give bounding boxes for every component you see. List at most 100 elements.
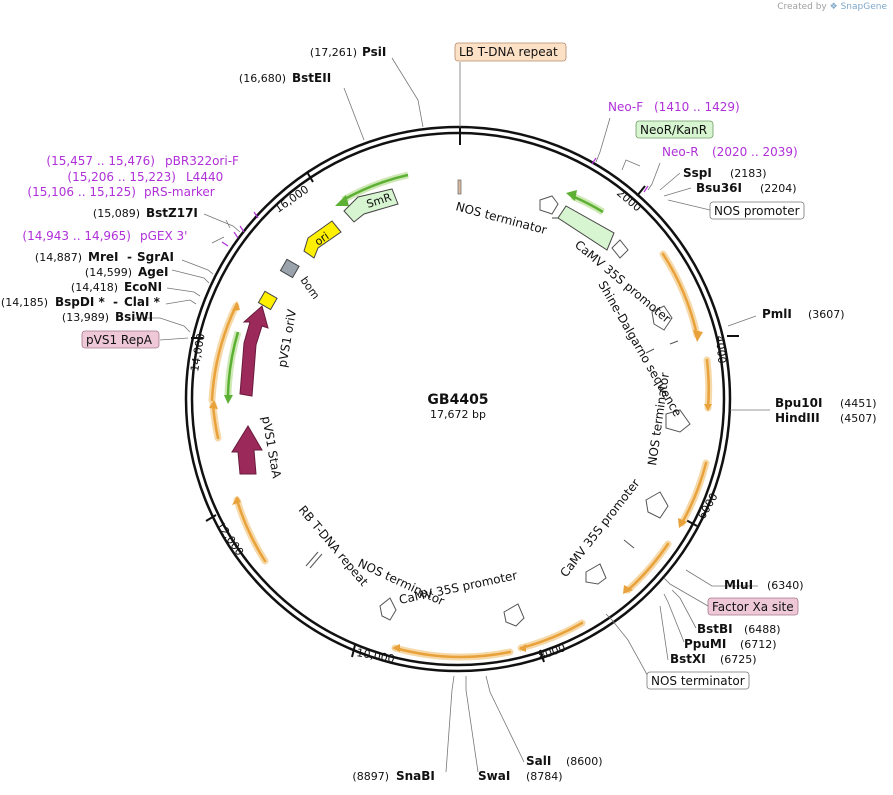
site-ppumi-name: PpuMI bbox=[684, 637, 726, 651]
site-bstz17i-pos: (15,089) bbox=[93, 207, 140, 220]
site-psii-name: PsiI bbox=[362, 45, 386, 59]
primer-pgex3-name: pGEX 3' bbox=[140, 229, 187, 243]
neor-kanr-box bbox=[635, 120, 714, 139]
site-mrei-pos: (14,887) bbox=[35, 251, 82, 264]
neor-kanr-feature-arrow bbox=[552, 205, 615, 251]
pvs1-staa-feature-arrow bbox=[231, 425, 263, 475]
site-bpu10i-pos: (4451) bbox=[840, 397, 877, 410]
nos-terminator-box bbox=[646, 671, 750, 690]
lb-t-dna-repeat-label: LB T-DNA repeat bbox=[459, 45, 558, 59]
tick-label-10000: 10,000 bbox=[355, 646, 395, 665]
site-snabi-name: SnaBI bbox=[396, 769, 435, 783]
site-bstbi-pos: (6488) bbox=[744, 623, 781, 636]
rb-t-dna-repeat-label: RB T-DNA repeat bbox=[296, 503, 371, 589]
site-pmli-pos: (3607) bbox=[808, 308, 845, 321]
site-bsu36i-pos: (2204) bbox=[760, 182, 797, 195]
site-agei-pos: (14,599) bbox=[85, 266, 132, 279]
pvs1-oriv-label: pVS1 oriV bbox=[275, 307, 299, 368]
site-psii-pos: (17,261) bbox=[310, 46, 357, 59]
primer-prs-marker-name: pRS-marker bbox=[144, 185, 215, 199]
plasmid-length: 17,672 bp bbox=[430, 408, 486, 421]
site-mrei-dash: - bbox=[127, 250, 132, 264]
site-agei-name: AgeI bbox=[138, 265, 168, 279]
site-swai-pos: (8784) bbox=[526, 770, 563, 783]
site-bspdi-name: BspDI * bbox=[55, 295, 105, 309]
pvs1-repa-feature-arrow bbox=[239, 305, 269, 397]
site-clai-name: ClaI * bbox=[124, 295, 161, 309]
inner-outline-arrows bbox=[379, 195, 691, 627]
backbone-outer-circle bbox=[184, 125, 732, 673]
bom-feature bbox=[279, 258, 300, 279]
site-econi-pos: (14,418) bbox=[71, 281, 118, 294]
primer-prs-marker-range: (15,106 .. 15,125) bbox=[27, 185, 136, 199]
site-sali-name: SalI bbox=[526, 754, 551, 768]
site-bspdi-dash: - bbox=[113, 295, 118, 309]
pvs1-repa-label: pVS1 RepA bbox=[86, 333, 153, 347]
nos-terminator-label-1: NOS terminator bbox=[454, 199, 548, 237]
site-mlui-name: MluI bbox=[724, 578, 753, 592]
pvs1-repa-box bbox=[81, 330, 160, 349]
tick-label-12000: 12,000 bbox=[214, 519, 247, 558]
tick-label-2000: 2000 bbox=[614, 186, 644, 214]
green-feature-arcs bbox=[224, 171, 605, 404]
tick-label-4000: 4000 bbox=[713, 335, 728, 364]
site-sali-pos: (8600) bbox=[566, 755, 603, 768]
site-bstbi-name: BstBI bbox=[697, 622, 733, 636]
site-bstxi-pos: (6725) bbox=[720, 653, 757, 666]
bom-label: bom bbox=[298, 274, 323, 301]
credit-brand: SnapGene bbox=[840, 2, 887, 12]
snapgene-credit: Created by ❖ SnapGene bbox=[777, 2, 887, 12]
plasmid-name: GB4405 bbox=[427, 392, 488, 408]
site-bsu36i-name: Bsu36I bbox=[696, 181, 742, 195]
primer-neo-f-name: Neo-F bbox=[608, 100, 643, 114]
pvs1-staa-label: pVS1 StaA bbox=[259, 415, 284, 480]
factor-xa-site-box bbox=[707, 597, 799, 616]
tick-label-6000: 6000 bbox=[695, 491, 720, 522]
primer-neo-f-range: (1410 .. 1429) bbox=[654, 100, 740, 114]
pvs1-oriv-feature bbox=[257, 290, 278, 311]
site-bstz17i-name: BstZ17I bbox=[146, 206, 198, 220]
primer-neo-r-range: (2020 .. 2039) bbox=[712, 145, 798, 159]
lb-t-dna-repeat-box bbox=[454, 42, 567, 62]
site-ppumi-pos: (6712) bbox=[740, 638, 777, 651]
snapgene-logo-icon: ❖ bbox=[829, 2, 838, 12]
leader-lines bbox=[135, 57, 770, 773]
primer-pbr322ori-f-range: (15,457 .. 15,476) bbox=[46, 154, 155, 168]
site-pmli-name: PmlI bbox=[762, 307, 792, 321]
site-bpu10i-name: Bpu10I bbox=[775, 396, 822, 410]
credit-prefix: Created by bbox=[777, 2, 827, 12]
small-feature-marks bbox=[305, 340, 679, 569]
site-snabi-pos: (8897) bbox=[352, 770, 389, 783]
tick-marks bbox=[191, 127, 739, 663]
site-bsteii-pos: (16,680) bbox=[239, 72, 286, 85]
site-mlui-pos: (6340) bbox=[767, 579, 804, 592]
primer-pgex3-range: (14,943 .. 14,965) bbox=[22, 229, 131, 243]
neor-kanr-label: NeoR/KanR bbox=[640, 123, 707, 137]
primer-l4440-range: (15,206 .. 15,223) bbox=[67, 170, 176, 184]
site-bspdi-pos: (14,185) bbox=[1, 296, 48, 309]
ori-feature-arrow bbox=[303, 220, 342, 259]
nos-terminator-marker bbox=[457, 179, 462, 195]
smr-feature-arrow bbox=[343, 188, 399, 223]
site-sspi-pos: (2183) bbox=[730, 167, 767, 180]
site-econi-name: EcoNI bbox=[124, 280, 162, 294]
factor-xa-site-label: Factor Xa site bbox=[712, 600, 794, 614]
site-sspi-name: SspI bbox=[683, 166, 712, 180]
nos-promoter-box bbox=[709, 201, 805, 220]
site-hindiii-pos: (4507) bbox=[840, 412, 877, 425]
site-sgrai-name: SgrAI bbox=[137, 250, 174, 264]
site-bsiwi-pos: (13,989) bbox=[62, 311, 109, 324]
site-mrei-name: MreI bbox=[88, 250, 118, 264]
primer-l4440-name: L4440 bbox=[186, 170, 223, 184]
primer-markers bbox=[221, 157, 649, 247]
primer-neo-r-name: Neo-R bbox=[662, 145, 699, 159]
site-bsiwi-name: BsiWI bbox=[115, 310, 153, 324]
site-swai-name: SwaI bbox=[478, 769, 510, 783]
nos-terminator-box-label: NOS terminator bbox=[651, 674, 745, 688]
primer-pbr322ori-f-name: pBR322ori-F bbox=[165, 154, 239, 168]
site-hindiii-name: HindIII bbox=[775, 411, 820, 425]
site-bsteii-name: BstEII bbox=[292, 71, 331, 85]
orange-feature-arcs bbox=[208, 250, 713, 661]
backbone-inner-circle bbox=[190, 131, 726, 667]
